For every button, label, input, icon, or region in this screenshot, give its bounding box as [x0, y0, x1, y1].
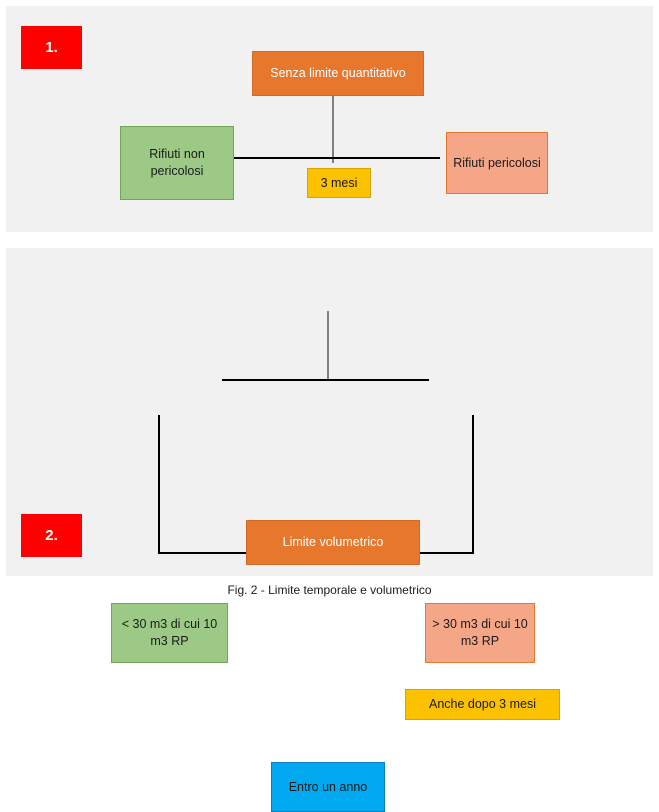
connector-horizontal-2-mid	[222, 379, 429, 381]
panel-2: 2. Limite volumetrico < 30 m3 di cui 10 …	[6, 248, 653, 812]
node-entro-un-anno: Entro un anno	[271, 762, 385, 812]
node-rifiuti-non-pericolosi: Rifiuti non pericolosi	[120, 126, 234, 200]
connector-vertical-1	[332, 90, 334, 163]
figure-canvas: 1. Senza limite quantitativo Rifiuti non…	[6, 6, 653, 812]
panel-1: 1. Senza limite quantitativo Rifiuti non…	[6, 6, 653, 232]
node-senza-limite-quantitativo: Senza limite quantitativo	[252, 51, 424, 96]
connector-horizontal-1-right	[332, 157, 440, 159]
connector-horizontal-2-bottom-right	[379, 552, 474, 554]
node-3-mesi: 3 mesi	[307, 168, 371, 198]
figure-caption: Fig. 2 - Limite temporale e volumetrico	[227, 583, 432, 597]
connector-vertical-2-top	[327, 311, 329, 381]
node-limite-volumetrico: Limite volumetrico	[246, 520, 420, 565]
node-anche-dopo-3-mesi: Anche dopo 3 mesi	[405, 689, 560, 720]
step-badge-2: 2.	[21, 514, 82, 557]
step-badge-1: 1.	[21, 26, 82, 69]
connector-horizontal-2-bottom-left	[158, 552, 267, 554]
node-piu-30-m3: > 30 m3 di cui 10 m3 RP	[425, 603, 535, 663]
node-meno-30-m3: < 30 m3 di cui 10 m3 RP	[111, 603, 228, 663]
node-rifiuti-pericolosi: Rifiuti pericolosi	[446, 132, 548, 194]
connector-vertical-2-left	[158, 415, 160, 554]
connector-vertical-2-right	[472, 415, 474, 554]
